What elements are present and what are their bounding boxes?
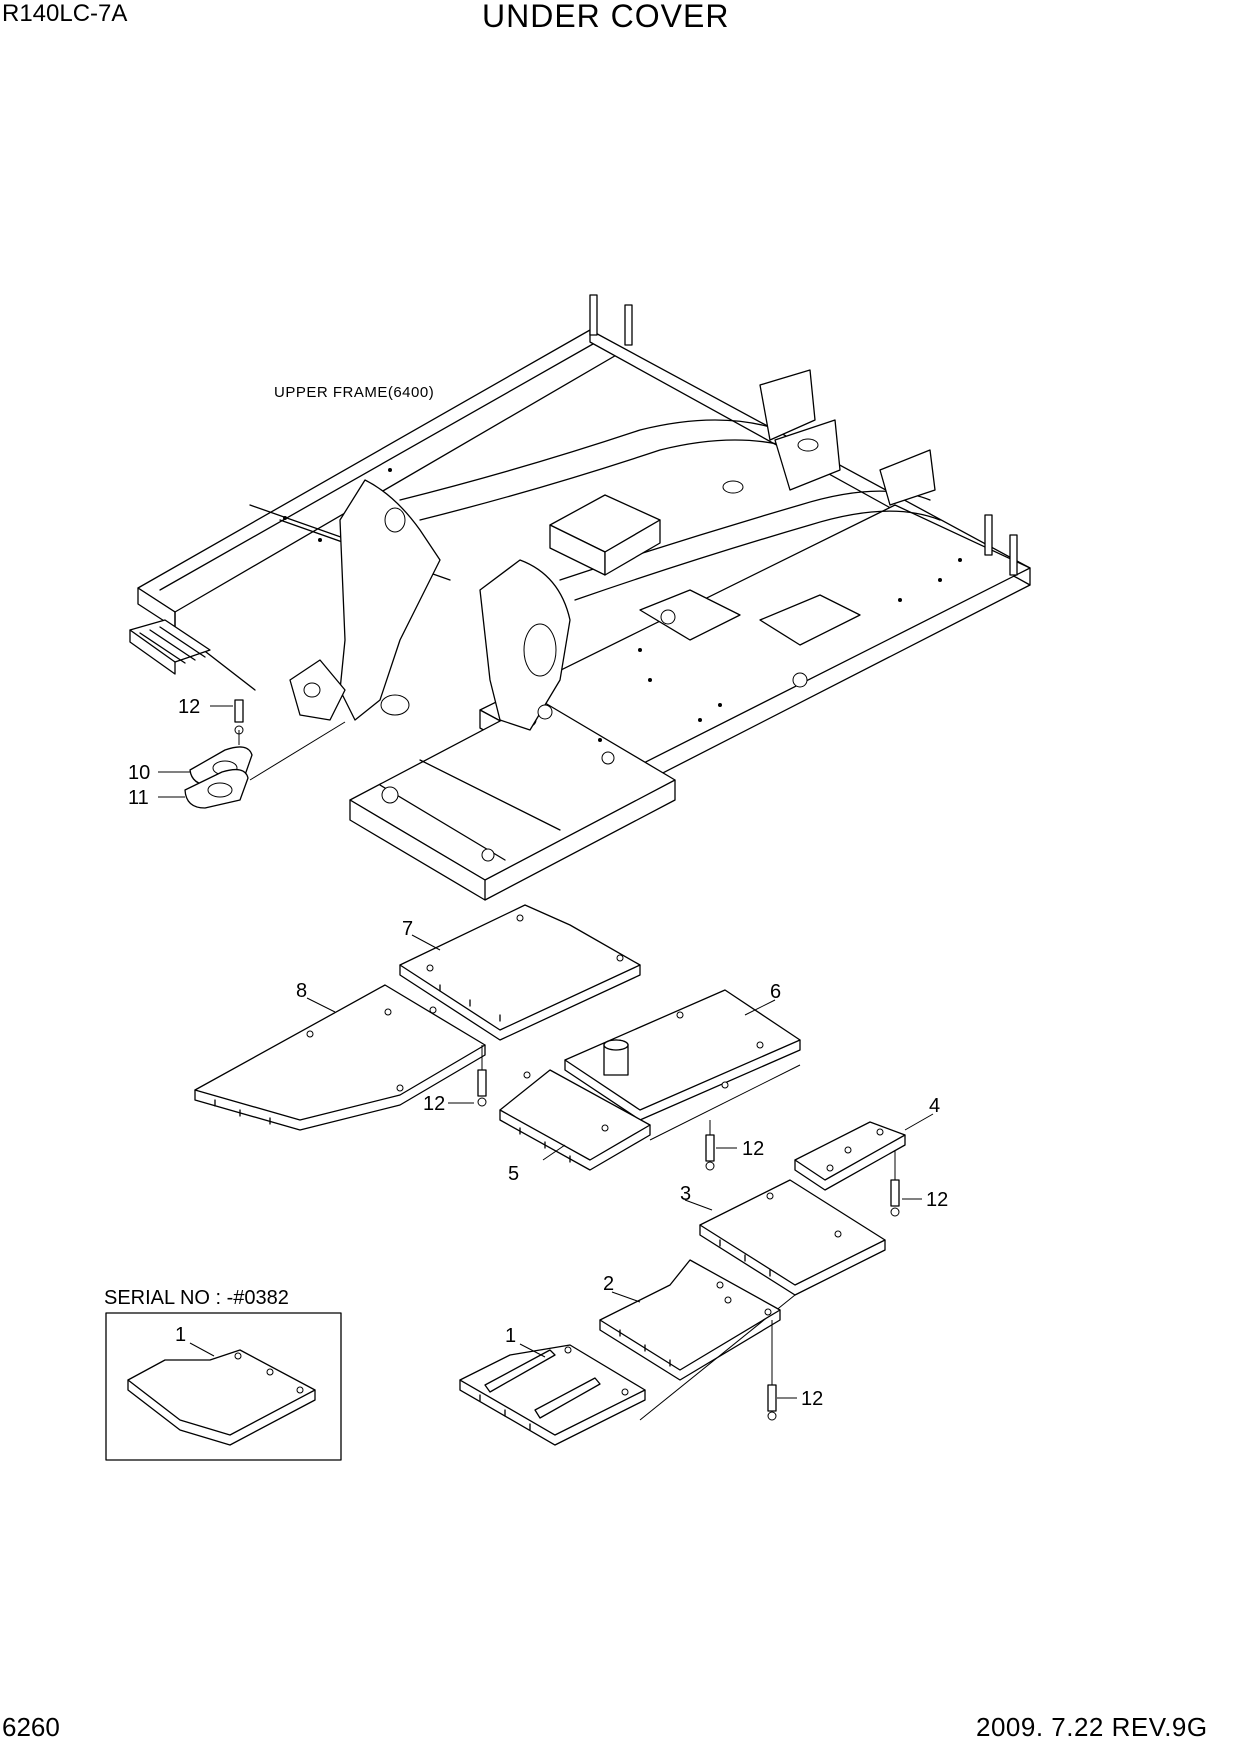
part-1-cover bbox=[459, 1344, 646, 1446]
part-10-11-plates bbox=[184, 699, 346, 809]
part-4-cover bbox=[794, 1121, 906, 1191]
callout-3: 3 bbox=[680, 1183, 691, 1205]
upper-frame-drawing bbox=[129, 294, 1031, 901]
bolt-icons bbox=[477, 1045, 900, 1421]
callout-12d: 12 bbox=[926, 1189, 948, 1211]
leader-lines bbox=[158, 705, 934, 1399]
part-5-cover bbox=[499, 1064, 801, 1171]
serial-number-note: SERIAL NO : -#0382 bbox=[104, 1287, 289, 1309]
callout-7: 7 bbox=[402, 918, 413, 940]
callout-2: 2 bbox=[603, 1273, 614, 1295]
serial-inset bbox=[105, 1312, 342, 1461]
callout-12b: 12 bbox=[423, 1093, 445, 1115]
part-7-cover bbox=[399, 904, 641, 1041]
callout-5: 5 bbox=[508, 1163, 519, 1185]
callout-12a: 12 bbox=[178, 696, 200, 718]
callout-12c: 12 bbox=[742, 1138, 764, 1160]
callout-6: 6 bbox=[770, 981, 781, 1003]
callout-12e: 12 bbox=[801, 1388, 823, 1410]
callout-1: 1 bbox=[505, 1325, 516, 1347]
upper-frame-label: UPPER FRAME(6400) bbox=[274, 384, 434, 401]
part-2-cover bbox=[599, 1259, 781, 1381]
part-8-cover bbox=[194, 984, 486, 1131]
model-code: R140LC-7A bbox=[2, 0, 128, 27]
page-number: 6260 bbox=[2, 1712, 60, 1742]
callout-8: 8 bbox=[296, 980, 307, 1002]
callout-10: 10 bbox=[128, 762, 150, 784]
page-title: UNDER COVER bbox=[482, 0, 730, 34]
part-6-cover bbox=[564, 989, 801, 1121]
callout-1-inset: 1 bbox=[175, 1324, 186, 1346]
callout-11: 11 bbox=[128, 787, 149, 809]
revision-date: 2009. 7.22 REV.9G bbox=[976, 1712, 1208, 1742]
callout-4: 4 bbox=[929, 1095, 940, 1117]
